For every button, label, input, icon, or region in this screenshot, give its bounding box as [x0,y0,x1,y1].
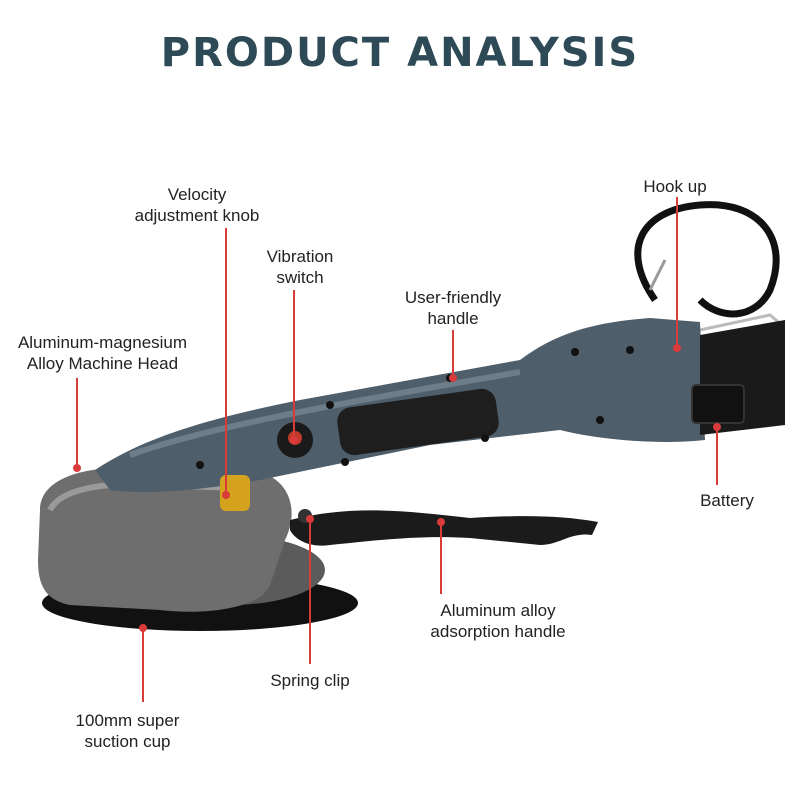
adsorption-handle-shape [290,510,598,546]
callout-dot-hook [673,344,681,352]
callout-dot-vibration [290,436,298,444]
label-machine-head: Aluminum-magnesium Alloy Machine Head [17,333,188,373]
callout-dot-velocity [222,491,230,499]
callout-dot-head [73,464,81,472]
label-vibration-switch: Vibration switch [266,247,334,287]
label-adsorption-handle: Aluminum alloy adsorption handle [430,601,566,641]
callout-dot-spring [306,515,314,523]
label-spring-clip: Spring clip [270,671,350,690]
page-title: PRODUCT ANALYSIS [160,30,640,76]
lanyard-strap [634,201,780,318]
callout-dot-handle [449,374,457,382]
label-velocity-knob: Velocity adjustment knob [134,185,260,225]
battery-latch-shape [691,384,745,424]
label-battery: Battery [700,491,754,510]
velocity-knob-shape [220,475,250,511]
label-handle: User-friendly handle [404,288,502,328]
callout-dot-adsorption [437,518,445,526]
label-hook-up: Hook up [643,177,707,196]
tool-body-highlight [128,369,521,458]
callout-dot-cup [139,624,147,632]
callout-dot-battery [713,423,721,431]
lanyard-clip [648,259,667,291]
label-suction-cup: 100mm super suction cup [75,711,180,751]
grip-pad-shape [337,388,499,456]
